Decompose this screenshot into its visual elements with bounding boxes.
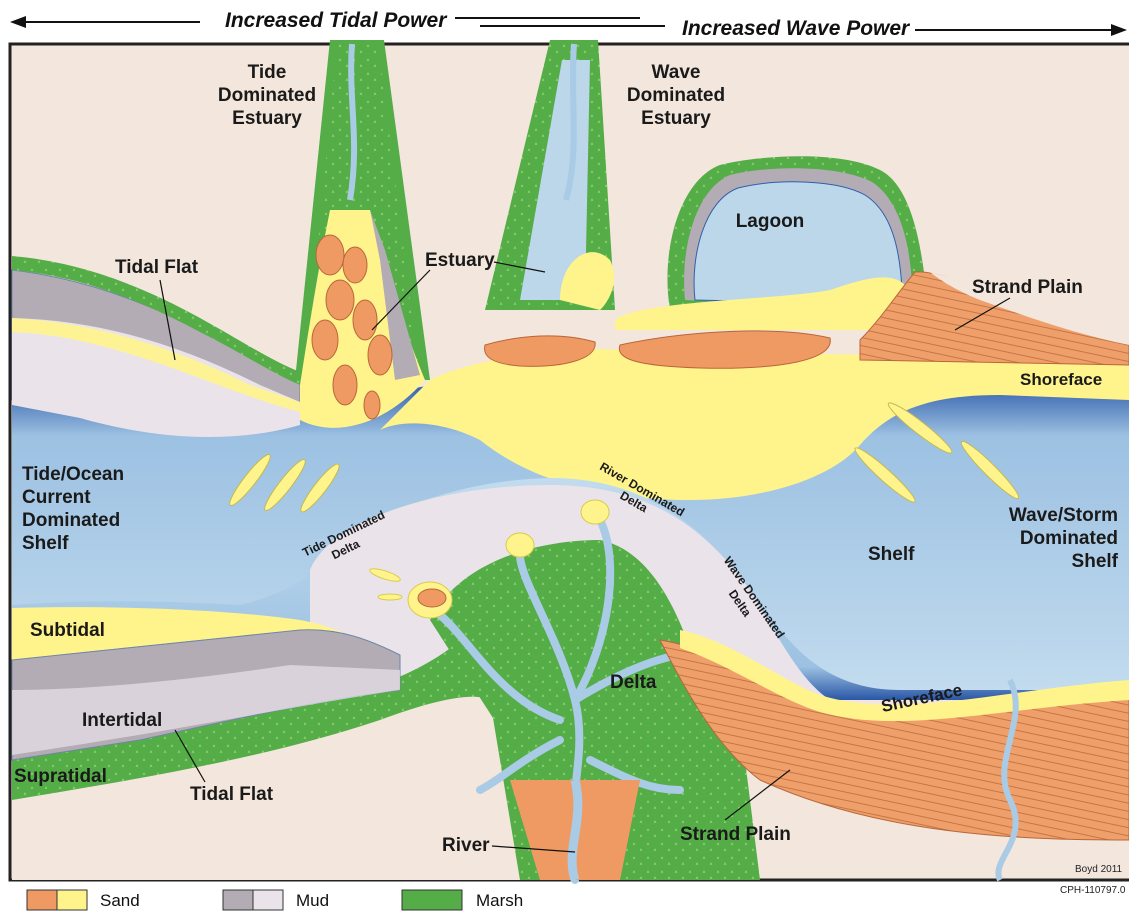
legend: Sand Mud Marsh	[27, 890, 523, 910]
tide-ocean-line-2: Current	[22, 487, 91, 508]
strand-plain-bottom-label: Strand Plain	[680, 824, 791, 845]
wave-estuary-line-1: Wave	[652, 62, 701, 83]
tidal-power-label: Increased Tidal Power	[225, 9, 448, 32]
tide-estuary-line-3: Estuary	[232, 108, 302, 129]
tide-delta-bar	[418, 589, 446, 607]
wave-storm-line-1: Wave/Storm	[1009, 505, 1118, 526]
legend-sand-label: Sand	[100, 891, 140, 910]
tide-ocean-line-1: Tide/Ocean	[22, 464, 124, 485]
legend-mud-swatch-dark	[223, 890, 253, 910]
figure-id-text: CPH-110797.0	[1060, 885, 1126, 896]
wave-power-label: Increased Wave Power	[682, 17, 911, 40]
strand-plain-top-label: Strand Plain	[972, 277, 1083, 298]
legend-sand-swatch-dark	[27, 890, 57, 910]
legend-mud-swatch-light	[253, 890, 283, 910]
shoreface-top-label: Shoreface	[1020, 370, 1102, 389]
tide-ocean-line-3: Dominated	[22, 510, 120, 531]
legend-marsh: Marsh	[402, 890, 523, 910]
wave-storm-line-2: Dominated	[1020, 528, 1118, 549]
legend-mud-label: Mud	[296, 891, 329, 910]
credit-text: Boyd 2011	[1075, 864, 1123, 875]
delta-label: Delta	[610, 672, 657, 693]
legend-marsh-label: Marsh	[476, 891, 523, 910]
lagoon-label: Lagoon	[736, 211, 805, 232]
wave-estuary-line-2: Dominated	[627, 85, 725, 106]
shelf-label: Shelf	[868, 544, 915, 565]
subtidal-label: Subtidal	[30, 620, 105, 641]
tidal-flat-top-label: Tidal Flat	[115, 257, 199, 278]
tide-estuary-line-2: Dominated	[218, 85, 316, 106]
wave-storm-line-3: Shelf	[1072, 551, 1119, 572]
river-label: River	[442, 835, 490, 856]
wave-estuary-line-3: Estuary	[641, 108, 711, 129]
supratidal-label: Supratidal	[14, 766, 107, 787]
intertidal-label: Intertidal	[82, 710, 162, 731]
legend-mud: Mud	[223, 890, 329, 910]
legend-marsh-swatch	[402, 890, 462, 910]
tidal-flat-bottom-label: Tidal Flat	[190, 784, 274, 805]
estuary-label: Estuary	[425, 250, 495, 271]
legend-sand-swatch-light	[57, 890, 87, 910]
tide-ocean-line-4: Shelf	[22, 533, 69, 554]
legend-sand: Sand	[27, 890, 140, 910]
tide-estuary-line-1: Tide	[248, 62, 287, 83]
tide-estuary-river	[350, 44, 354, 200]
